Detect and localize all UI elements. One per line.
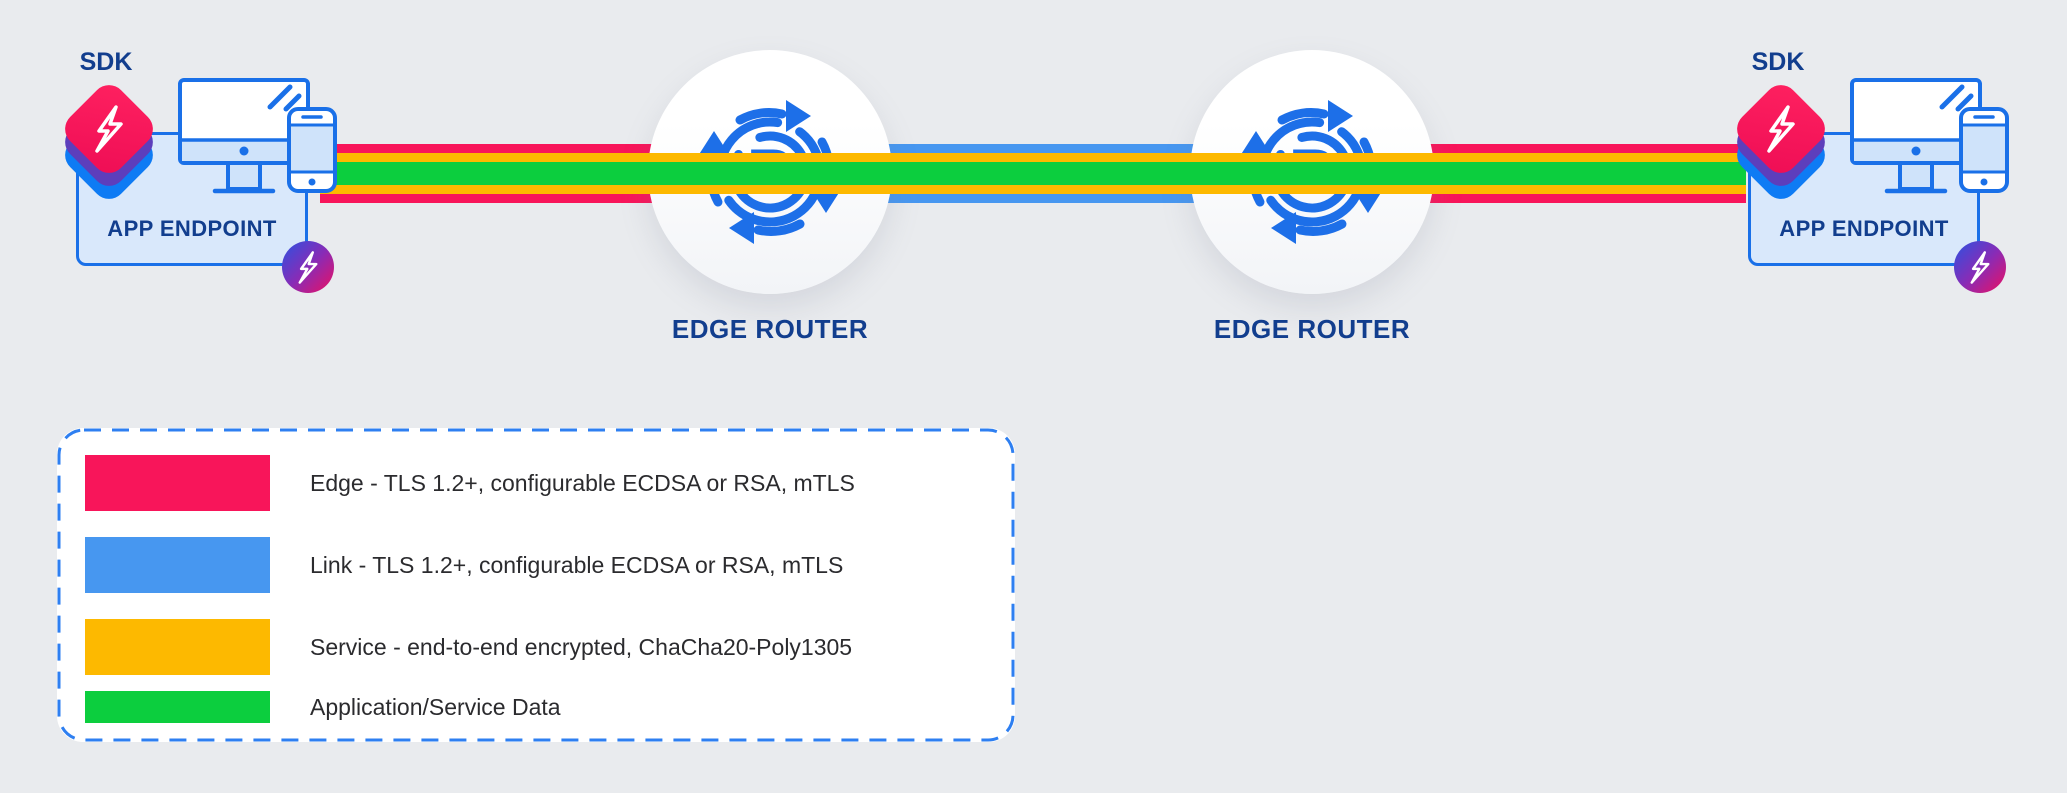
legend-label-link: Link - TLS 1.2+, configurable ECDSA or R… <box>310 552 844 578</box>
edge-stripe-left-bottom <box>320 194 775 203</box>
legend-swatch-link <box>85 537 270 593</box>
edge-stripe-right-top <box>1310 144 1746 153</box>
lightning-bolt-icon <box>1767 105 1795 153</box>
sdk-label: SDK <box>1751 48 1805 76</box>
link-stripe-top <box>775 144 1310 153</box>
computer-monitor-icon <box>1850 78 1982 194</box>
legend-box: Edge - TLS 1.2+, configurable ECDSA or R… <box>57 428 1015 742</box>
legend-label-data: Application/Service Data <box>310 694 561 720</box>
legend-swatch-data <box>85 691 270 723</box>
computer-monitor-icon <box>178 78 310 194</box>
legend-label-service: Service - end-to-end encrypted, ChaCha20… <box>310 634 853 660</box>
legend-dashed-border <box>57 428 1015 742</box>
lightning-bolt-icon <box>1970 250 1990 284</box>
edge-router-label-right: EDGE ROUTER <box>1213 314 1411 344</box>
ziti-badge-icon <box>1954 241 2006 293</box>
endpoint-label: APP ENDPOINT <box>107 216 277 241</box>
app-endpoint-right: SDK APP ENDPOINT <box>1718 40 2018 302</box>
lightning-bolt-icon <box>298 250 318 284</box>
screen-shine-icon <box>1939 84 1974 112</box>
legend-label-edge: Edge - TLS 1.2+, configurable ECDSA or R… <box>310 470 855 496</box>
edge-router-label-left: EDGE ROUTER <box>671 314 869 344</box>
screen-shine-icon <box>267 84 302 112</box>
link-stripe-bottom <box>775 194 1310 203</box>
sdk-label: SDK <box>79 48 133 76</box>
ziti-badge-icon <box>282 241 334 293</box>
edge-stripe-right-bottom <box>1310 194 1746 203</box>
endpoint-label: APP ENDPOINT <box>1779 216 1949 241</box>
phone-icon <box>287 107 337 193</box>
legend-swatch-service <box>85 619 270 675</box>
lightning-bolt-icon <box>95 105 123 153</box>
application-data-stripe <box>320 162 1746 185</box>
app-endpoint-left: SDK APP ENDPOINT <box>46 40 346 302</box>
legend-swatch-edge <box>85 455 270 511</box>
phone-icon <box>1959 107 2009 193</box>
edge-stripe-left-top <box>320 144 775 153</box>
